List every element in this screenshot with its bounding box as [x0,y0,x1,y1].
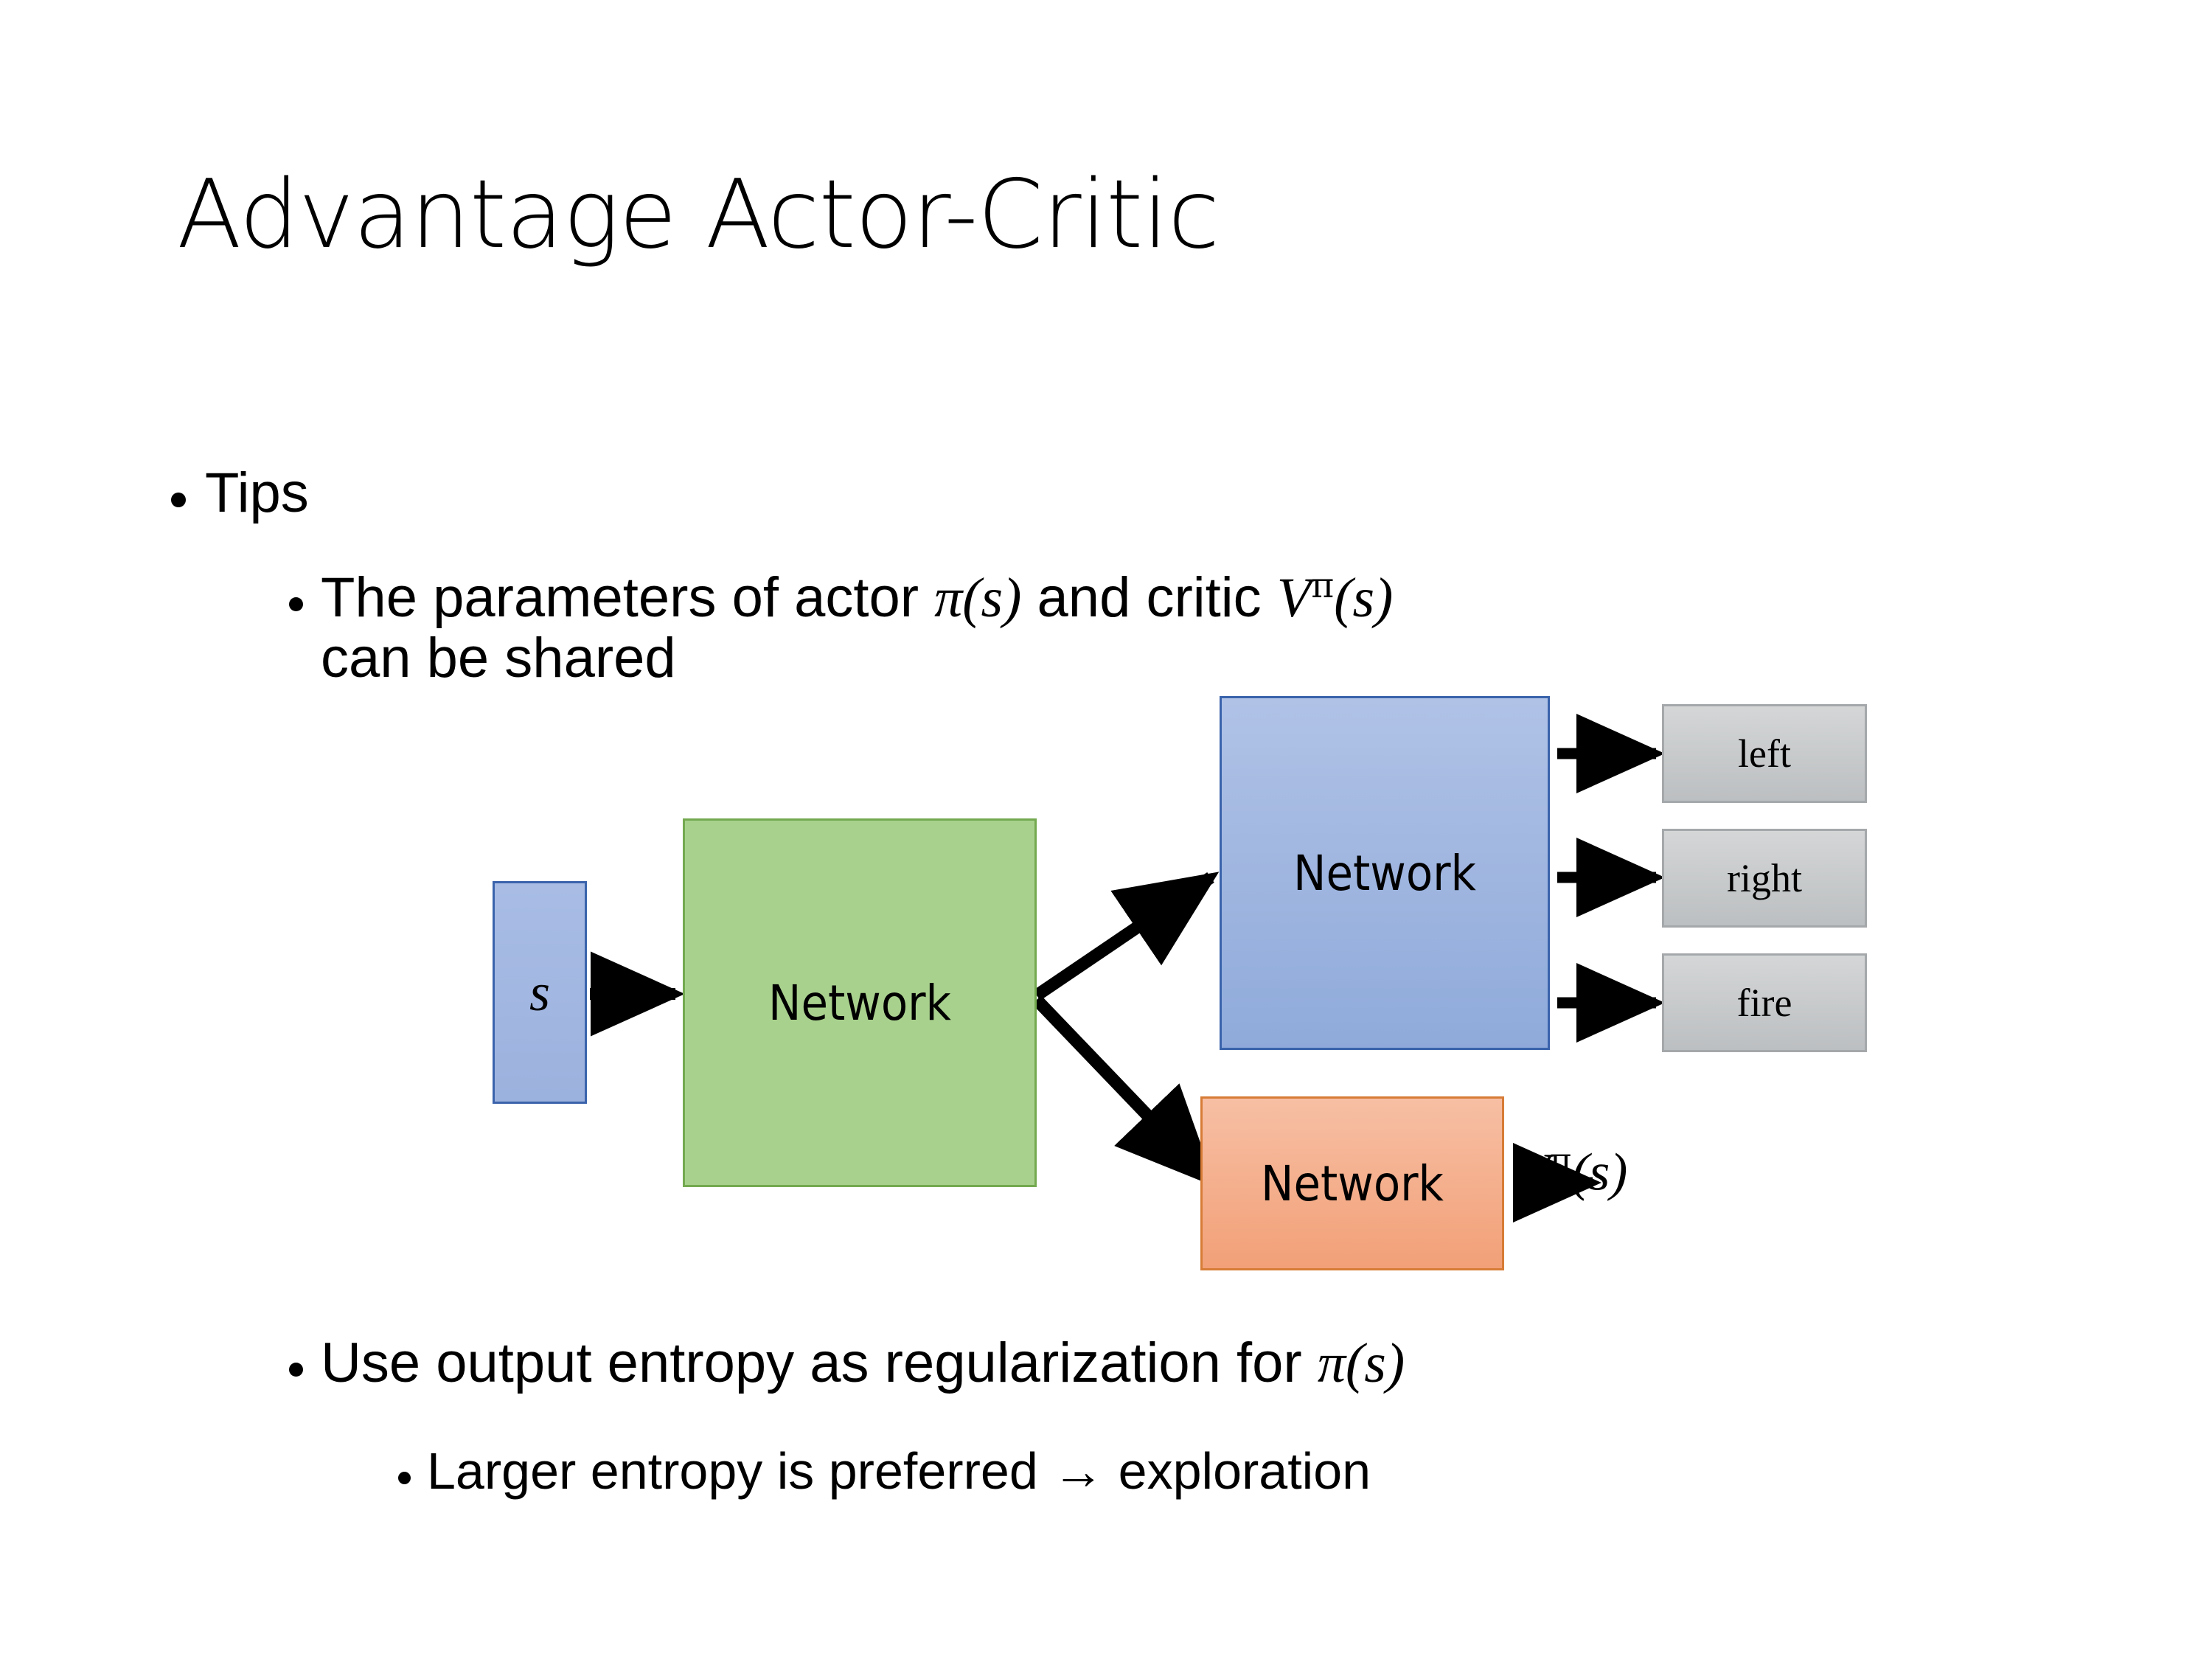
math-critic-superscript: π [1311,566,1335,607]
action-label-right: right [1727,856,1802,900]
critic-network-box: Network [1200,1096,1504,1270]
critic-output-value: Vπ(s) [1517,1141,1627,1203]
critic-output-arg: (s) [1571,1142,1628,1202]
bullet-larger-entropy: Larger entropy is preferred → exploratio… [398,1442,1371,1500]
actor-network-label: Network [1293,844,1476,902]
bullet-tips: Tips [171,462,309,524]
bullet-parameters-text: The parameters of actor π(s) and critic … [321,566,1795,690]
page-title: Advantage Actor-Critic [177,160,1220,270]
bullet-entropy-regularization: Use output entropy as regularization for… [289,1332,1405,1394]
actor-network-box: Network [1220,696,1550,1050]
critic-network-label: Network [1261,1155,1444,1212]
shared-network-box: Network [683,818,1037,1187]
arrow-shared-to-critic [1032,995,1217,1187]
bullet-dot-icon [398,1444,427,1484]
input-state-label: s [529,962,551,1022]
math-critic-v-pi-s: Vπ(s) [1277,567,1394,629]
bullet-dot-icon [289,568,321,611]
arrow-shared-to-actor [1033,872,1220,1001]
params-line2: can be shared [321,627,676,690]
action-box-left: left [1662,704,1867,803]
math-critic-arg: (s) [1334,567,1394,629]
bullet-dot-icon [171,463,205,507]
math-actor-pi-s: π(s) [934,567,1022,629]
params-prefix: The parameters of actor [321,566,935,629]
entropy-prefix: Use output entropy as regularization for [321,1332,1318,1394]
bullet-tips-label: Tips [205,462,309,524]
action-label-left: left [1738,731,1791,776]
bullet-parameters-shared: The parameters of actor π(s) and critic … [289,566,1795,690]
bullet-entropy-text: Use output entropy as regularization for… [321,1332,1405,1394]
math-critic-base: V [1276,567,1312,629]
action-box-fire: fire [1662,953,1867,1052]
params-middle: and critic [1021,566,1277,629]
critic-output-base: V [1517,1142,1550,1202]
action-box-right: right [1662,829,1867,928]
bullet-larger-label: Larger entropy is preferred → exploratio… [427,1442,1371,1500]
math-entropy-pi-s: π(s) [1317,1332,1405,1394]
bullet-dot-icon [289,1333,321,1377]
action-label-fire: fire [1736,981,1792,1025]
input-state-box: s [493,881,587,1104]
critic-output-superscript: π [1549,1141,1572,1180]
shared-network-label: Network [768,974,951,1032]
